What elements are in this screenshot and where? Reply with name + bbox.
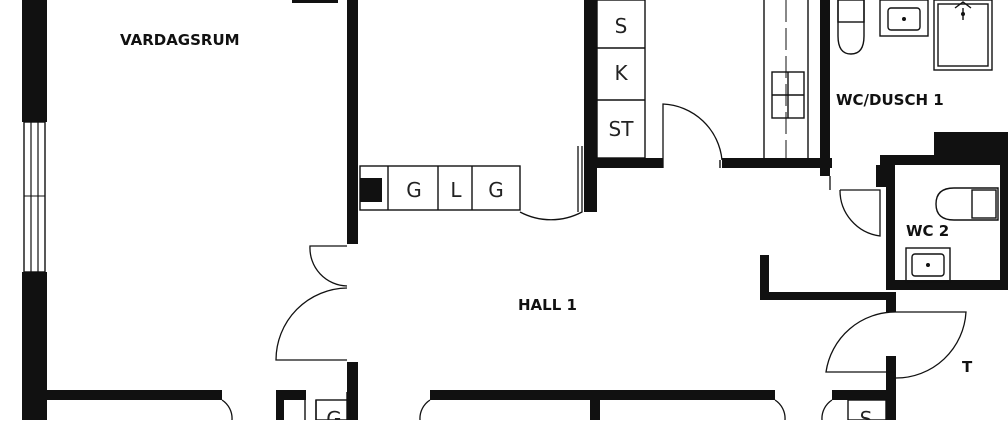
cabinet-row <box>359 165 521 211</box>
exterior-wall-left-bottom <box>22 272 47 420</box>
wall-bottom-3 <box>430 390 775 400</box>
cabinet-label-s: S <box>615 14 628 38</box>
wall-bottom-3-vert <box>590 390 600 420</box>
cabinet-column <box>596 0 646 159</box>
door-living-lower <box>275 287 348 361</box>
room-label-wc-dusch: WC/DUSCH 1 <box>836 91 944 109</box>
wall-bottom-2 <box>276 390 306 400</box>
cabinet-label-g1: G <box>406 178 422 202</box>
cabinet-label-k: K <box>614 61 628 85</box>
door-bottom-3 <box>774 399 786 421</box>
wall-bottom-1 <box>47 390 222 400</box>
cabinet-label-st: ST <box>609 117 635 141</box>
door-hall-kitchen <box>519 146 583 221</box>
exterior-wall-left-top <box>22 0 47 122</box>
wall-bath-left <box>820 0 830 176</box>
door-wc2-upper <box>895 311 967 379</box>
room-label-vardagsrum: VARDAGSRUM <box>120 31 240 49</box>
bathroom-fixtures <box>837 0 993 71</box>
wall-bottom-4 <box>832 390 892 400</box>
shaft <box>763 0 809 160</box>
room-marker-t: T <box>962 358 973 376</box>
cabinet-label-bottom-right: S <box>860 407 873 420</box>
walls <box>22 0 1008 420</box>
cabinets-hall: G L G <box>359 165 521 211</box>
sink-1 <box>879 0 929 37</box>
wall-mid-bottom <box>722 158 832 168</box>
wall-hall-l-horiz <box>760 292 887 300</box>
wall-wc2-left <box>886 165 895 290</box>
toilet-2 <box>935 187 999 221</box>
door-living-upper <box>309 245 348 287</box>
room-label-hall: HALL 1 <box>518 296 577 314</box>
wall-top-tick <box>292 0 338 3</box>
wall-hall-right-bottom <box>886 356 896 420</box>
cabinets-bottom: G S <box>315 399 887 425</box>
doors <box>221 103 967 421</box>
door-bottom-2 <box>419 399 431 421</box>
door-bath <box>839 189 881 237</box>
door-bottom-1 <box>221 399 233 421</box>
wall-bottom-2-vert <box>276 390 284 420</box>
wall-bath-bottom <box>880 155 1008 165</box>
wall-right-exterior <box>1000 165 1008 290</box>
wc2-fixtures <box>905 187 999 283</box>
wall-hall-l-vert <box>760 255 769 300</box>
shower <box>933 0 993 71</box>
room-label-wc2: WC 2 <box>906 222 949 240</box>
cabinets-tall: S K ST <box>596 0 646 159</box>
cabinet-label-l: L <box>450 178 462 202</box>
toilet-1 <box>837 0 865 55</box>
cabinet-label-g2: G <box>488 178 504 202</box>
wall-hall-l-stub <box>886 292 896 312</box>
window-left <box>23 121 46 273</box>
wall-wc2-bottom <box>895 280 1008 290</box>
wall-kitchen-bottom <box>597 158 663 168</box>
door-bottom-4 <box>821 399 833 421</box>
wall-living-hall <box>347 0 358 244</box>
cabinet-label-bottom-left: G <box>326 407 342 420</box>
sink-2 <box>905 247 951 283</box>
door-wc2-swing <box>825 311 897 373</box>
chimney-block <box>360 178 382 202</box>
door-mid <box>662 103 723 168</box>
wall-wc2-stub <box>876 165 888 187</box>
wall-kitchen-left <box>584 0 597 212</box>
wall-living-hall-bottom <box>347 362 358 420</box>
